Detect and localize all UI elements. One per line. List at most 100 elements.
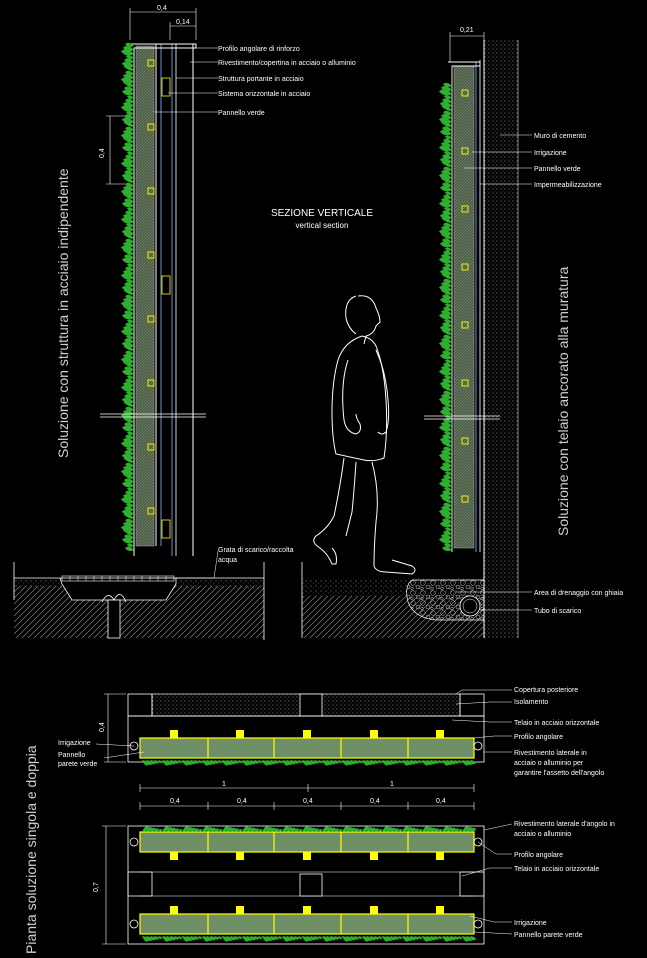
leaf-shape <box>121 105 134 112</box>
leaf-shape <box>439 425 452 432</box>
leaf-shape <box>440 297 452 304</box>
leaf-shape <box>121 441 134 448</box>
label-acqua: acqua <box>218 557 237 564</box>
leaf-shape <box>410 827 417 832</box>
leaf-shape <box>362 826 371 832</box>
leaf-shape <box>354 760 360 764</box>
leaf-shape <box>390 827 397 832</box>
leaf-shape <box>302 936 311 942</box>
left-horizontal-brackets <box>147 59 155 515</box>
label-profilo-angolare-plan: Profilo angolare <box>514 734 563 741</box>
leaf-shape <box>334 828 340 832</box>
left-ground <box>13 562 265 640</box>
leaf-shape <box>422 826 431 832</box>
plan-title: Pianta soluzione singola e doppia <box>23 745 39 954</box>
leaf-shape <box>302 760 311 766</box>
leaf-shape <box>458 760 463 764</box>
label-grata-scarico: Grata di scarico/raccolta <box>218 547 294 554</box>
left-leaders <box>150 47 219 579</box>
leaf-shape <box>126 363 134 367</box>
right-section-title: Soluzione con telaio ancorato alla murat… <box>555 267 571 536</box>
leaf-shape <box>154 936 160 940</box>
label-sistema-orizzontale: Sistema orizzontale in acciaio <box>218 91 310 98</box>
leaf-shape <box>198 828 203 832</box>
leaf-shape <box>222 936 231 942</box>
label-rivestimento-laterale-2: acciaio o alluminio per <box>514 760 584 767</box>
leaf-shape <box>442 826 451 832</box>
leaf-shape <box>410 760 417 765</box>
leaf-shape <box>214 828 220 832</box>
dim-plan-top-2: 1 <box>390 781 394 788</box>
leaf-shape <box>439 313 452 320</box>
leaf-shape <box>242 760 251 766</box>
single-left-leaders <box>95 743 145 759</box>
leaf-shape <box>249 936 257 941</box>
leaf-shape <box>462 826 471 832</box>
label-muro-cemento: Muro di cemento <box>534 133 586 140</box>
leaf-shape <box>443 362 452 368</box>
double-back-panel <box>139 913 475 935</box>
leaf-shape <box>443 194 452 200</box>
section-title: SEZIONE VERTICALE <box>271 208 373 219</box>
label-impermeabilizzazione: Impermeabilizzazione <box>534 182 602 189</box>
leaf-shape <box>378 828 383 832</box>
leaf-shape <box>439 145 452 152</box>
double-right-leaders <box>461 823 513 935</box>
single-green-panel <box>139 737 475 759</box>
leaf-shape <box>290 936 297 941</box>
leaf-shape <box>202 936 211 942</box>
leaf-shape <box>462 936 471 942</box>
leaf-shape <box>127 235 134 239</box>
leaf-shape <box>445 219 452 223</box>
label-plan-parete-verde: parete verde <box>58 761 97 768</box>
leaf-shape <box>414 828 420 832</box>
bracket-shape <box>461 263 469 271</box>
leaf-shape <box>242 826 251 832</box>
leaf-shape <box>434 936 440 940</box>
leaf-shape <box>286 827 294 832</box>
label-rivestimento-laterale-1: Rivestimento laterale in <box>514 750 587 757</box>
leaf-shape <box>127 431 134 435</box>
leaf-shape <box>230 936 237 941</box>
leaf-shape <box>278 828 283 832</box>
leaf-shape <box>414 936 420 940</box>
leaf-shape <box>386 760 394 765</box>
dim-plan-module-3: 0,4 <box>303 798 313 805</box>
left-section-title: Soluzione con struttura in acciaio indip… <box>55 168 71 458</box>
leaf-shape <box>444 431 452 435</box>
leaf-shape <box>443 530 452 536</box>
leaf-shape <box>434 760 440 764</box>
leaf-shape <box>444 459 452 463</box>
leaf-shape <box>126 419 134 423</box>
leaf-shape <box>282 826 291 832</box>
dim-module: 0,4 <box>99 148 106 158</box>
leaf-shape <box>440 465 452 472</box>
leaf-shape <box>350 827 357 832</box>
bracket-shape <box>461 437 469 445</box>
label-profilo-angolare: Profilo angolare di rinforzo <box>218 46 300 53</box>
leaf-shape <box>210 827 217 832</box>
leaf-shape <box>374 828 380 832</box>
leaf-shape <box>298 828 303 832</box>
leaf-shape <box>125 266 134 272</box>
leaf-shape <box>125 98 134 104</box>
leaf-shape <box>444 263 452 267</box>
leaf-shape <box>158 760 163 764</box>
leaf-shape <box>230 827 237 832</box>
leaf-shape <box>194 828 200 832</box>
leaf-shape <box>127 123 134 127</box>
leaf-shape <box>222 826 231 832</box>
leaf-shape <box>402 760 411 766</box>
left-steel-structure <box>130 43 197 556</box>
leaf-shape <box>127 263 134 267</box>
leaf-shape <box>274 760 280 764</box>
right-top-dimension <box>449 32 485 62</box>
leaf-shape <box>445 303 452 307</box>
leaf-shape <box>430 936 437 941</box>
leaf-shape <box>198 936 203 940</box>
leaf-shape <box>125 210 134 216</box>
leaf-shape <box>322 760 331 766</box>
leaf-shape <box>198 760 203 764</box>
leaf-shape <box>358 760 363 764</box>
leaf-shape <box>242 936 251 942</box>
